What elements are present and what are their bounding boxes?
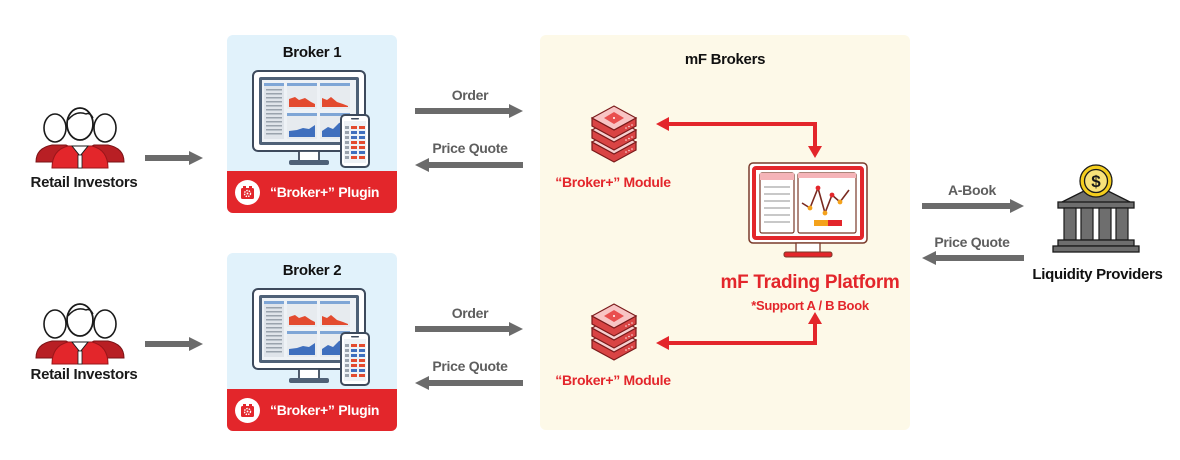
people-group-icon	[35, 107, 125, 169]
svg-text:$: $	[1091, 172, 1101, 191]
server-stack-icon	[591, 105, 637, 163]
platform-title: mF Trading Platform	[720, 272, 900, 293]
people-group-icon	[35, 303, 125, 365]
order-arrow-right	[415, 104, 523, 118]
broker-plugin-bar: “Broker+” Plugin	[227, 171, 397, 213]
a-book-label: A-Book	[948, 182, 996, 198]
flow-arrow-right	[145, 151, 203, 165]
price-quote-arrow-left	[922, 251, 1024, 265]
bank-dollar-icon: $	[1052, 164, 1140, 253]
server-stack-icon	[591, 303, 637, 361]
mf-brokers-title: mF Brokers	[684, 51, 766, 68]
platform-subtitle: *Support A / B Book	[751, 298, 869, 313]
broker-title: Broker 1	[282, 44, 342, 61]
plugin-gear-icon	[235, 397, 260, 423]
broker-plugin-bar: “Broker+” Plugin	[227, 389, 397, 431]
price-quote-arrow-left	[415, 376, 523, 390]
retail-investors-2	[32, 296, 128, 366]
price-quote-label: Price Quote	[934, 234, 1010, 250]
desktop-and-phone-icon	[252, 288, 370, 386]
retail-investors-label: Retail Investors	[30, 366, 138, 383]
broker-module-label: “Broker+” Module	[555, 372, 671, 388]
plugin-label: “Broker+” Plugin	[270, 402, 380, 418]
order-label: Order	[451, 305, 489, 321]
retail-investors-label: Retail Investors	[30, 174, 138, 191]
a-book-arrow-right	[922, 199, 1024, 213]
broker-card-2: Broker 2 “Broker+” Plugin	[227, 253, 397, 431]
price-quote-arrow-left	[415, 158, 523, 172]
order-arrow-right	[415, 322, 523, 336]
plugin-gear-icon	[235, 179, 260, 205]
plugin-label: “Broker+” Plugin	[270, 184, 380, 200]
broker-card-1: Broker 1 “Broker+” Plugin	[227, 35, 397, 213]
module-platform-connector-bottom	[656, 312, 822, 350]
price-quote-label: Price Quote	[432, 358, 508, 374]
trading-monitor-icon	[748, 162, 868, 258]
flow-arrow-right	[145, 337, 203, 351]
order-label: Order	[451, 87, 489, 103]
retail-investors-1	[32, 100, 128, 170]
price-quote-label: Price Quote	[432, 140, 508, 156]
liquidity-providers-label: Liquidity Providers	[1032, 266, 1163, 283]
module-platform-connector-top	[656, 117, 822, 158]
broker-module-label: “Broker+” Module	[555, 174, 671, 190]
broker-title: Broker 2	[282, 262, 342, 279]
desktop-and-phone-icon	[252, 70, 370, 168]
